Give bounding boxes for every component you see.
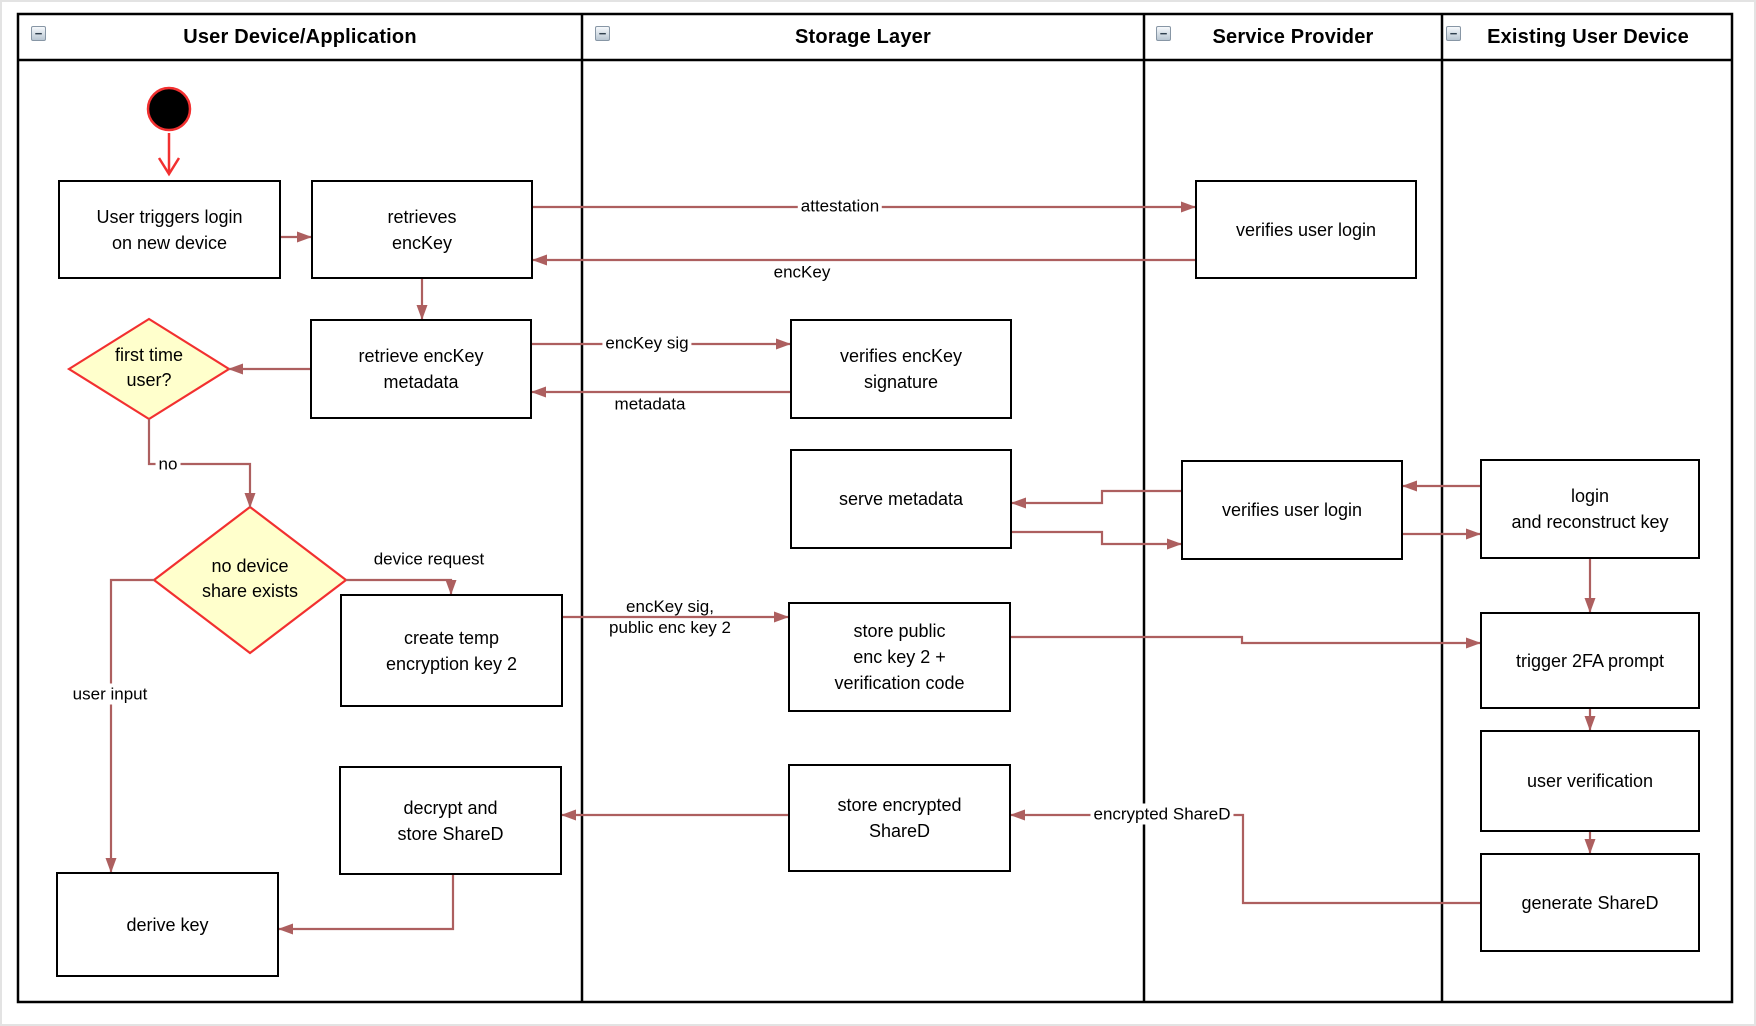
lane-header-service-provider[interactable]: Service Provider [1212,26,1374,48]
edge-decrypt-to-derivekey[interactable] [278,875,455,935]
collapse-icon[interactable]: − [1156,26,1171,41]
edge-label-enckey[interactable]: encKey [773,262,831,282]
node-verifies-user-login-1[interactable]: verifies user login [1195,180,1417,279]
node-retrieves-enckey[interactable]: retrieves encKey [311,180,533,279]
node-generate-shared[interactable]: generate ShareD [1480,853,1700,952]
collapse-icon[interactable]: − [31,26,46,41]
node-decrypt-and-store-shared[interactable]: decrypt and store ShareD [339,766,562,875]
edge-label-no[interactable]: no [155,453,181,475]
node-user-verification[interactable]: user verification [1480,730,1700,832]
edge-storepublic-to-2fa[interactable] [1011,635,1481,649]
edge-label-enckey-sig[interactable]: encKey sig [602,332,692,354]
lane-header-storage-layer[interactable]: Storage Layer [795,26,931,48]
lane-header-existing-user-device[interactable]: Existing User Device [1487,26,1689,48]
node-derive-key[interactable]: derive key [56,872,279,977]
edge-label-enckey-sig-public-enc-key-2[interactable]: encKey sig, public enc key 2 [609,597,731,637]
edge-label-encrypted-shared[interactable]: encrypted ShareD [1090,803,1234,825]
collapse-icon[interactable]: − [1446,26,1461,41]
lane-header-user-device[interactable]: User Device/Application [183,26,417,48]
decision-label-no-device-share: no device share exists [201,556,299,601]
edge-verifylogin2-to-servemetadata[interactable] [1011,489,1181,509]
node-serve-metadata[interactable]: serve metadata [790,449,1012,549]
node-store-public-enc-key-2[interactable]: store public enc key 2 + verification co… [788,602,1011,712]
node-store-encrypted-shared[interactable]: store encrypted ShareD [788,764,1011,872]
collapse-icon[interactable]: − [595,26,610,41]
node-user-triggers-login[interactable]: User triggers login on new device [58,180,281,279]
node-verifies-enckey-signature[interactable]: verifies encKey signature [790,319,1012,419]
swimlane-outer-border [16,12,1734,1004]
edge-device-request[interactable] [346,578,457,595]
edge-label-attestation[interactable]: attestation [797,195,883,217]
edge-label-device-request[interactable]: device request [373,549,485,569]
edge-label-metadata[interactable]: metadata [614,394,686,414]
edge-encrypted-shared[interactable] [1010,809,1480,905]
node-create-temp-encryption-key-2[interactable]: create temp encryption key 2 [340,594,563,707]
decision-label-first-time-user: first time user? [114,345,184,390]
edge-label-user-input[interactable]: user input [69,683,151,705]
edge-servemetadata-to-verifylogin2[interactable] [1012,530,1182,550]
edge-start-arrowhead [157,157,181,177]
initial-node[interactable] [146,86,192,132]
node-login-and-reconstruct-key[interactable]: login and reconstruct key [1480,459,1700,559]
edge-no-branch[interactable] [147,419,256,508]
node-retrieve-enckey-metadata[interactable]: retrieve encKey metadata [310,319,532,419]
node-verifies-user-login-2[interactable]: verifies user login [1181,460,1403,560]
edge-user-input[interactable] [105,578,154,873]
node-trigger-2fa-prompt[interactable]: trigger 2FA prompt [1480,612,1700,709]
